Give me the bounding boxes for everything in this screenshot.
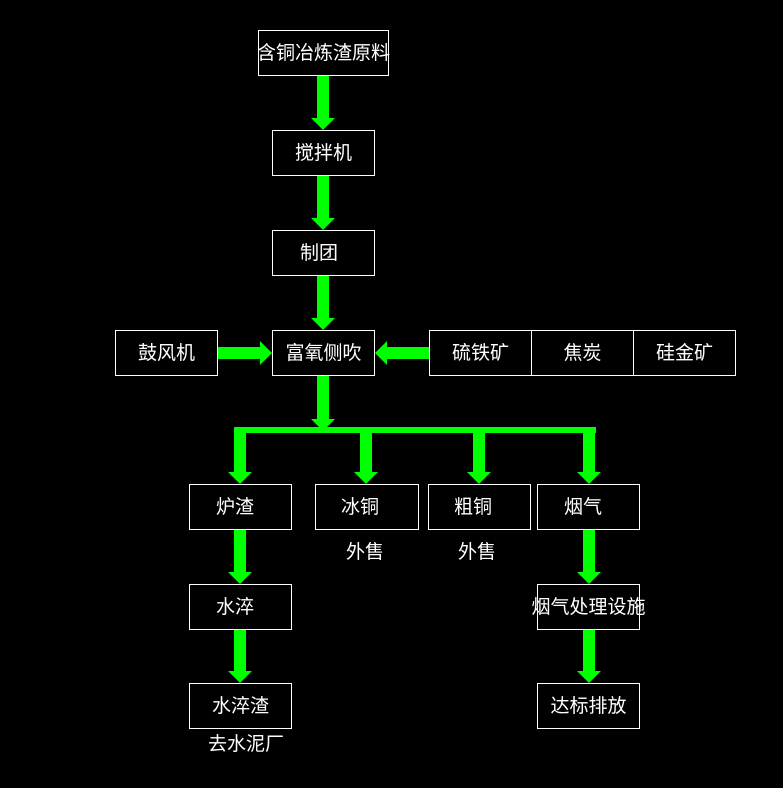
node-briquetting: 制团 <box>272 230 375 276</box>
arrow-minerals-to-blowing <box>375 341 429 365</box>
node-water-quench: 水淬 <box>189 584 292 630</box>
node-silica-ore: 硅金矿 <box>633 330 736 376</box>
node-compliant-discharge: 达标排放 <box>537 683 640 729</box>
distribution-bar <box>234 427 596 433</box>
arrow-blowing-to-bus <box>311 376 335 431</box>
note-ice-copper-sale: 外售 <box>346 541 385 563</box>
arrow-bus-to-furnace-slag <box>228 430 252 484</box>
flow-arrows <box>218 76 601 683</box>
arrow-bus-to-crude-copper <box>467 430 491 484</box>
node-oxygen-side-blowing: 富氧侧吹 <box>272 330 375 376</box>
note-to-cement-plant: 去水泥厂 <box>208 733 285 755</box>
node-raw-material: 含铜冶炼渣原料 <box>257 30 390 76</box>
arrow-flue-to-treatment <box>577 530 601 584</box>
arrow-treatment-to-discharge <box>577 630 601 683</box>
arrow-bus-to-flue-gas <box>577 430 601 484</box>
arrow-bus-to-ice-copper <box>354 430 378 484</box>
arrow-mixer-to-briquetting <box>311 176 335 230</box>
arrow-briquetting-to-blowing <box>311 276 335 330</box>
node-pyrite: 硫铁矿 <box>429 330 532 376</box>
node-crude-copper: 粗铜 <box>428 484 531 530</box>
node-furnace-slag: 炉渣 <box>189 484 292 530</box>
node-flue-gas: 烟气 <box>537 484 640 530</box>
node-mixer: 搅拌机 <box>272 130 375 176</box>
node-ice-copper: 冰铜 <box>315 484 419 530</box>
node-coke: 焦炭 <box>531 330 634 376</box>
node-flue-gas-treatment: 烟气处理设施 <box>532 584 646 630</box>
arrow-blower-to-blowing <box>218 341 272 365</box>
arrow-raw-to-mixer <box>311 76 335 130</box>
arrow-slag-to-quench <box>228 530 252 584</box>
node-water-quenched-slag: 水淬渣 <box>189 683 292 729</box>
node-blower: 鼓风机 <box>115 330 218 376</box>
note-crude-copper-sale: 外售 <box>458 541 497 563</box>
arrow-quench-to-quenched-slag <box>228 630 252 683</box>
